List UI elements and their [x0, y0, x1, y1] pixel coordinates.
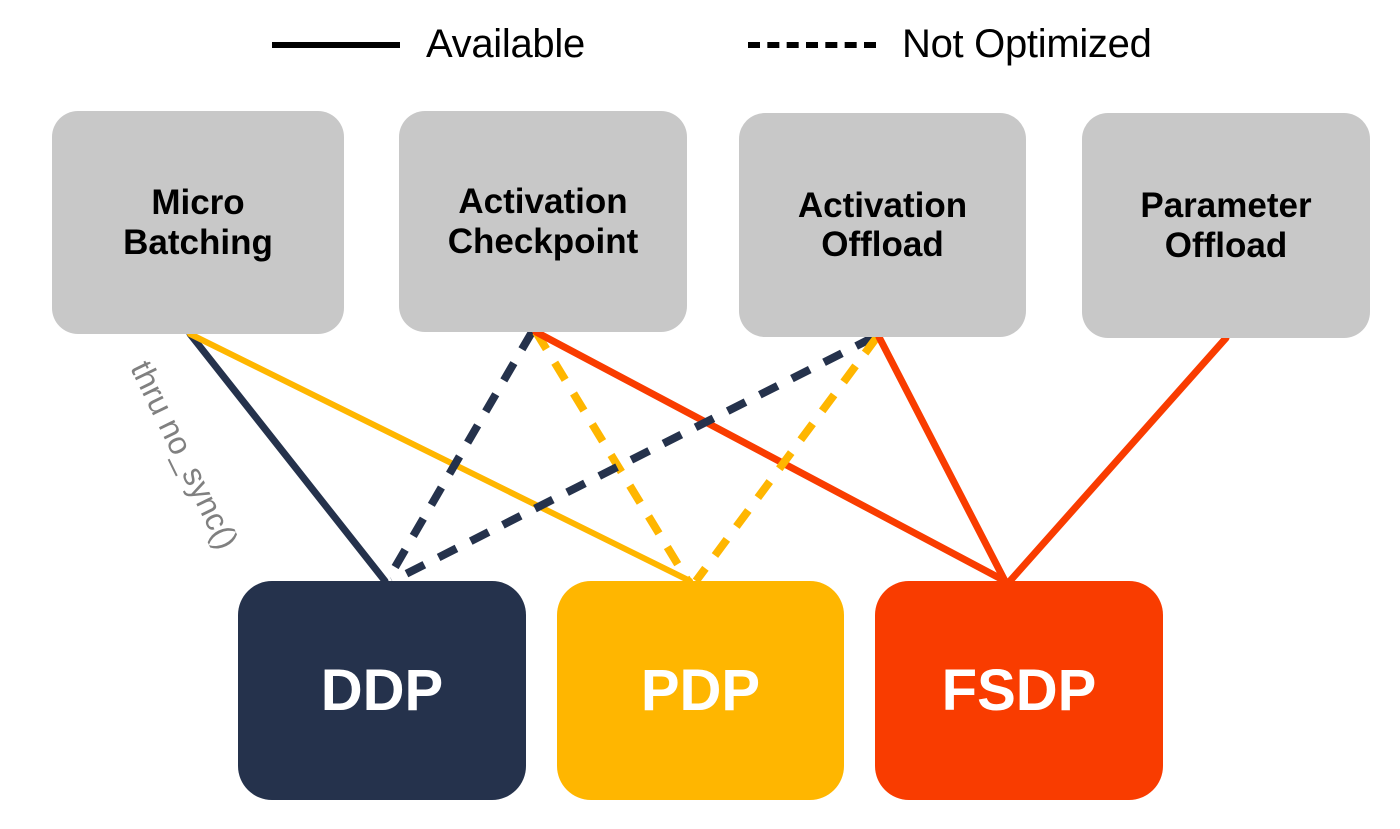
edge-annotation-no-sync: thru no_sync(): [123, 355, 246, 555]
link-activation-offload-pdp: [692, 334, 881, 584]
link-parameter-offload-fsdp: [1006, 334, 1230, 585]
legend-item-not-optimized: Not Optimized: [748, 22, 1152, 67]
link-activation-checkpoint-fsdp: [532, 328, 1009, 585]
feature-label-activation-offload: Activation Offload: [797, 185, 968, 264]
legend-label-available: Available: [426, 22, 585, 66]
strategy-label-fsdp: FSDP: [941, 657, 1097, 723]
legend-label-not-optimized: Not Optimized: [902, 22, 1152, 66]
feature-label-parameter-offload: Parameter Offload: [1140, 186, 1312, 265]
feature-label-micro-batching: Micro Batching: [123, 183, 273, 262]
feature-box-activation-offload[interactable]: Activation Offload: [739, 113, 1026, 337]
feature-box-parameter-offload[interactable]: Parameter Offload: [1082, 113, 1370, 338]
dashed-line-icon: [748, 41, 876, 48]
link-activation-checkpoint-ddp: [383, 329, 536, 584]
feature-box-activation-checkpoint[interactable]: Activation Checkpoint: [399, 111, 687, 332]
link-activation-checkpoint-pdp: [532, 329, 692, 584]
strategy-label-pdp: PDP: [640, 657, 761, 723]
legend-item-available: Available: [272, 22, 585, 67]
link-activation-offload-fsdp: [875, 333, 1009, 585]
feature-label-activation-checkpoint: Activation Checkpoint: [447, 182, 639, 261]
solid-line-icon: [272, 41, 400, 48]
strategy-box-fsdp[interactable]: FSDP: [875, 581, 1163, 800]
strategy-box-pdp[interactable]: PDP: [557, 581, 844, 800]
link-activation-offload-ddp: [390, 333, 876, 585]
strategy-label-ddp: DDP: [320, 657, 444, 723]
link-micro-batching-pdp: [187, 331, 693, 584]
legend: Available Not Optimized: [0, 8, 1400, 88]
feature-box-micro-batching[interactable]: Micro Batching: [52, 111, 344, 334]
strategy-box-ddp[interactable]: DDP: [238, 581, 526, 800]
